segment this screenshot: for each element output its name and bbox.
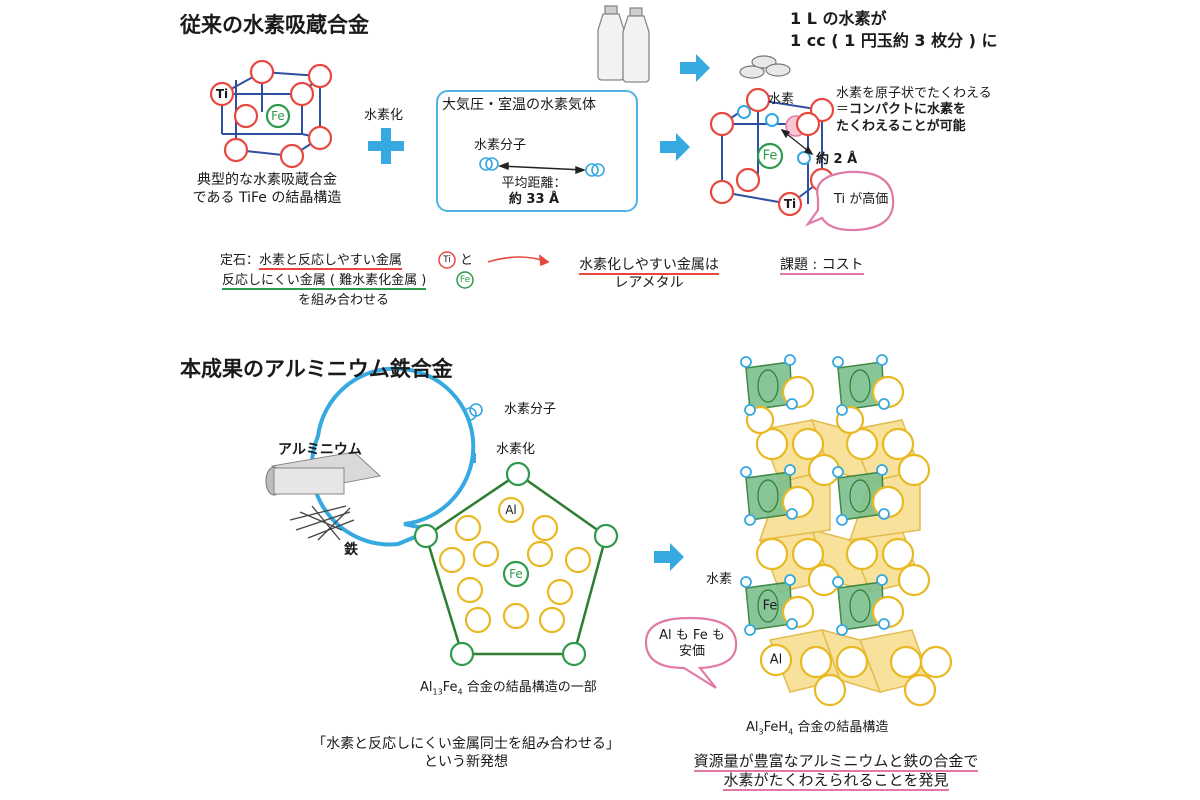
al13fe4-caption-text: 合金の結晶構造の一部 bbox=[462, 680, 597, 695]
al13fe4-caption: Al13Fe4 合金の結晶構造の一部 bbox=[420, 680, 597, 698]
discovery-text: 資源量が豊富なアルミニウムと鉄の合金で 水素がたくわえられることを発見 bbox=[636, 752, 1036, 791]
gas-box-title: 大気圧・室温の水素気体 bbox=[442, 97, 596, 113]
section-title-conventional: 従来の水素吸蔵合金 bbox=[180, 13, 369, 37]
fe-atom-label: Fe bbox=[271, 109, 285, 123]
fe-label-lattice: Fe bbox=[762, 598, 778, 614]
conventional-and: と bbox=[460, 253, 474, 268]
cheap-note-line2: 安価 bbox=[678, 644, 705, 660]
conventional-prefix: 定石： bbox=[220, 253, 260, 268]
conventional-line2: 反応しにくい金属 ( 難水素化金属 ) bbox=[222, 273, 427, 290]
ti-badge-icon bbox=[438, 251, 456, 269]
storage-note-line1: 水素を原子状でたくわえる bbox=[836, 86, 992, 101]
al3feh4-caption: Al3FeH4 合金の結晶構造 bbox=[746, 720, 888, 738]
new-idea-line1: 「水素と反応しにくい金属同士を組み合わせる」 bbox=[312, 736, 620, 752]
unreactive-metal-text: 反応しにくい金属 ( 難水素化金属 ) bbox=[222, 273, 427, 290]
fe-atom-label-bottom: Fe bbox=[509, 567, 523, 581]
rare-metal-text: 水素化しやすい金属は レアメタル bbox=[574, 257, 724, 292]
al13fe4-fe: Fe bbox=[442, 680, 458, 695]
tife-caption-line1: 典型的な水素吸蔵合金 bbox=[197, 172, 337, 188]
ti-badge-label: Ti bbox=[443, 255, 451, 265]
fe-badge-icon bbox=[456, 271, 474, 289]
hydrogen-molecule-label-bottom: 水素分子 bbox=[504, 402, 557, 417]
hydrogen-gas-box bbox=[436, 90, 638, 212]
discovery-line1: 資源量が豊富なアルミニウムと鉄の合金で bbox=[693, 752, 979, 772]
al13fe4-crystal-structure bbox=[413, 461, 619, 667]
rare-metal-line2: レアメタル bbox=[614, 274, 684, 291]
storage-note-line3: たくわえることが可能 bbox=[836, 118, 966, 134]
al3feh4-al: Al bbox=[746, 720, 759, 735]
cheap-note: Al も Fe も 安価 bbox=[650, 628, 734, 661]
al3feh4-caption-text: 合金の結晶構造 bbox=[793, 720, 889, 735]
aluminum-foil-icon bbox=[265, 451, 382, 496]
rare-metal-line1: 水素化しやすい金属は bbox=[579, 257, 719, 275]
al13fe4-al: Al bbox=[420, 680, 433, 695]
average-distance-label: 平均距離： bbox=[501, 176, 567, 191]
atomic-distance-label: 約 2 Å bbox=[816, 152, 858, 167]
hydrogen-molecule-icon bbox=[479, 157, 605, 177]
speech-bubble bbox=[804, 170, 895, 232]
al-atom-label: Al bbox=[505, 503, 517, 517]
tife-crystal-structure bbox=[209, 59, 333, 169]
al3feh4-crystal-structure bbox=[740, 354, 953, 707]
iron-label: 鉄 bbox=[344, 542, 358, 558]
hydrogenation-label: 水素化 bbox=[364, 108, 404, 123]
section-title-new-alloy: 本成果のアルミニウム鉄合金 bbox=[180, 357, 453, 381]
water-bottle-icon bbox=[597, 5, 650, 83]
compression-caption: 1 L の水素が 1 cc ( 1 円玉約 3 枚分 ) に bbox=[790, 8, 998, 51]
discovery-line2: 水素がたくわえられることを発見 bbox=[723, 770, 949, 791]
fe-atom-label-hydride: Fe bbox=[762, 148, 778, 164]
al3feh4-feh: FeH bbox=[763, 720, 789, 735]
ti-atom-label-hydride: Ti bbox=[783, 197, 797, 211]
al-label-lattice: Al bbox=[769, 652, 783, 668]
tife-caption-line2: である TiFe の結晶構造 bbox=[192, 189, 342, 206]
cost-issue-text: 課題 : コスト bbox=[780, 257, 864, 275]
tife-caption: 典型的な水素吸蔵合金 である TiFe の結晶構造 bbox=[192, 172, 342, 207]
al3feh4-sub3: 3 bbox=[758, 727, 764, 737]
compression-caption-line1: 1 L の水素が bbox=[790, 9, 887, 28]
new-idea-line2: という新発想 bbox=[424, 753, 508, 770]
conventional-line1: 定石：水素と反応しやすい金属 bbox=[220, 253, 402, 270]
ti-atom-label: Ti bbox=[215, 87, 229, 101]
average-distance: 平均距離： 約 33 Å bbox=[486, 176, 582, 209]
iron-nails-icon bbox=[289, 505, 355, 541]
fe-badge-label: Fe bbox=[459, 275, 471, 285]
al3feh4-sub4: 4 bbox=[788, 727, 794, 737]
conventional-line3: を組み合わせる bbox=[298, 293, 390, 308]
average-distance-value: 約 33 Å bbox=[508, 192, 560, 208]
hydrogen-atom-label: 水素 bbox=[768, 92, 795, 107]
curved-arrow-icon bbox=[487, 254, 550, 267]
hydrogenation-label-bottom: 水素化 bbox=[496, 442, 536, 457]
hydrogen-label-lattice: 水素 bbox=[706, 572, 733, 587]
storage-note: 水素を原子状でたくわえる ＝コンパクトに水素を たくわえることが可能 bbox=[836, 86, 992, 135]
aluminum-label: アルミニウム bbox=[278, 442, 362, 458]
hydrogen-molecule-label: 水素分子 bbox=[474, 138, 527, 153]
arrow-icon bbox=[654, 54, 710, 571]
al13fe4-sub13: 13 bbox=[432, 687, 443, 697]
speech-bubble bbox=[644, 616, 738, 689]
storage-note-equals: ＝ bbox=[836, 102, 850, 118]
cheap-note-line1: Al も Fe も bbox=[659, 628, 725, 643]
materials-bubble bbox=[265, 366, 476, 547]
storage-note-line2: コンパクトに水素を bbox=[849, 102, 967, 118]
new-idea-text: 「水素と反応しにくい金属同士を組み合わせる」 という新発想 bbox=[256, 736, 676, 771]
al13fe4-sub4: 4 bbox=[457, 687, 463, 697]
cost-issue: 課題 : コスト bbox=[780, 257, 864, 275]
coin-icon bbox=[739, 55, 791, 79]
ti-expensive-label: Ti が高価 bbox=[834, 192, 889, 207]
compression-caption-line2: 1 cc ( 1 円玉約 3 枚分 ) に bbox=[790, 30, 998, 50]
reactive-metal-text: 水素と反応しやすい金属 bbox=[259, 253, 402, 270]
